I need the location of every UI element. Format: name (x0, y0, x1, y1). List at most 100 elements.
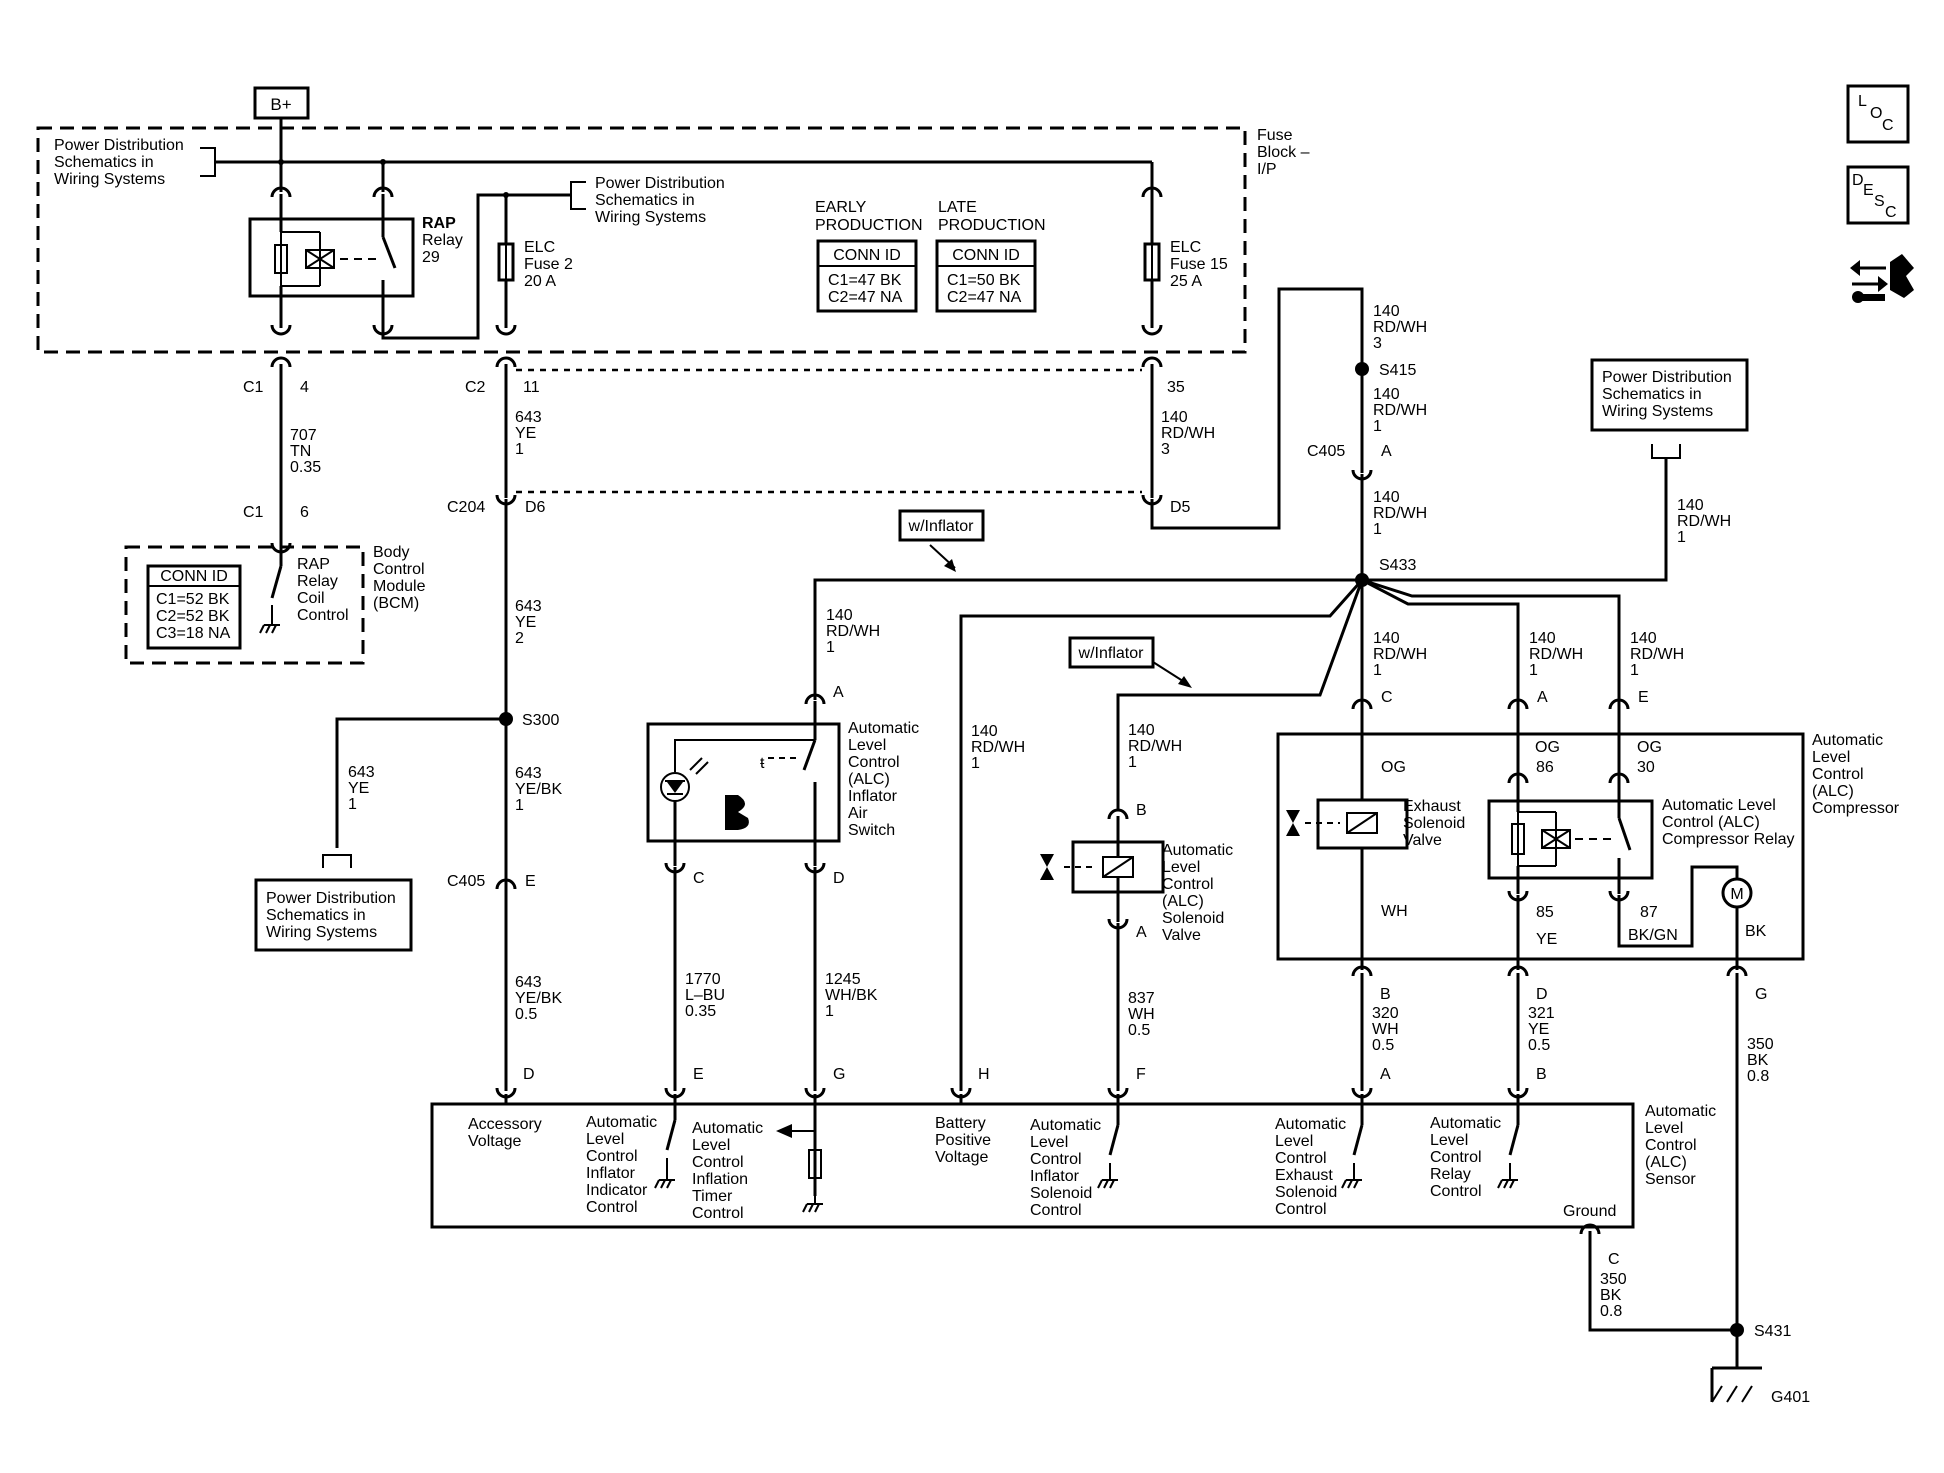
svg-text:C2: C2 (465, 379, 486, 396)
svg-text:Control: Control (1645, 1137, 1697, 1154)
svg-text:Solenoid: Solenoid (1275, 1184, 1337, 1201)
svg-text:86: 86 (1536, 759, 1554, 776)
svg-text:EARLY: EARLY (815, 199, 867, 216)
svg-text:140: 140 (1161, 409, 1188, 426)
pd-ref-bottom-left: Power Distribution Schematics in Wiring … (254, 878, 413, 952)
svg-text:707: 707 (290, 427, 317, 444)
svg-text:Compressor: Compressor (1812, 800, 1900, 817)
svg-text:YE: YE (348, 780, 369, 797)
svg-text:320: 320 (1372, 1005, 1399, 1022)
connector-tool-icon[interactable] (1850, 254, 1914, 303)
svg-text:Air: Air (848, 805, 868, 822)
svg-text:RD/WH: RD/WH (1373, 646, 1427, 663)
svg-text:Control: Control (373, 561, 425, 578)
svg-text:WH: WH (1372, 1021, 1399, 1038)
svg-text:Automatic: Automatic (1162, 842, 1233, 859)
svg-text:C: C (693, 870, 705, 887)
svg-text:C204: C204 (447, 499, 485, 516)
solenoid-valve: A 837 WH 0.5 F (1040, 831, 1165, 1099)
svg-text:Ground: Ground (1563, 1203, 1616, 1220)
compressor-motor: M (1721, 877, 1753, 970)
svg-text:w/Inflator: w/Inflator (1078, 645, 1145, 662)
svg-text:20 A: 20 A (524, 273, 556, 290)
svg-text:Schematics in: Schematics in (1602, 386, 1702, 403)
svg-text:1: 1 (826, 639, 835, 656)
svg-text:E: E (1863, 182, 1874, 199)
svg-text:1: 1 (1128, 754, 1137, 771)
svg-text:O: O (1870, 105, 1882, 122)
svg-text:Fuse 15: Fuse 15 (1170, 256, 1228, 273)
svg-text:1: 1 (515, 797, 524, 814)
wire-643: 643 YE 1 C204 D6 643 YE 2 S300 643 YE/BK… (447, 379, 1142, 1099)
svg-text:Battery: Battery (935, 1115, 986, 1132)
svg-text:G: G (1755, 986, 1767, 1003)
svg-text:RD/WH: RD/WH (826, 623, 880, 640)
svg-text:Schematics in: Schematics in (595, 192, 695, 209)
svg-text:0.5: 0.5 (1372, 1037, 1394, 1054)
svg-text:B+: B+ (270, 95, 291, 114)
svg-text:Automatic Level: Automatic Level (1662, 797, 1776, 814)
rap-relay (248, 186, 415, 336)
w-inflator-flag-2: w/Inflator (1068, 636, 1192, 688)
svg-text:Valve: Valve (1162, 927, 1201, 944)
svg-text:0.5: 0.5 (1128, 1022, 1150, 1039)
wire-140-relay-30: 140 RD/WH 1 E (1361, 578, 1684, 723)
svg-text:C405: C405 (1307, 443, 1345, 460)
svg-text:OG: OG (1535, 739, 1560, 756)
svg-text:Control: Control (586, 1199, 638, 1216)
svg-text:Control: Control (1430, 1149, 1482, 1166)
svg-text:Automatic: Automatic (1030, 1117, 1101, 1134)
svg-text:Timer: Timer (692, 1188, 733, 1205)
svg-text:OG: OG (1381, 759, 1406, 776)
svg-text:G401: G401 (1771, 1389, 1810, 1406)
loc-icon[interactable]: L O C (1846, 84, 1910, 144)
svg-text:Power Distribution: Power Distribution (1602, 369, 1732, 386)
svg-text:Body: Body (373, 544, 409, 561)
svg-text:RD/WH: RD/WH (1373, 505, 1427, 522)
svg-text:140: 140 (1373, 630, 1400, 647)
svg-text:RD/WH: RD/WH (1529, 646, 1583, 663)
svg-text:C1: C1 (243, 379, 264, 396)
svg-text:D6: D6 (525, 499, 546, 516)
desc-icon[interactable]: D E S C (1846, 165, 1910, 225)
svg-text:6: 6 (300, 504, 309, 521)
early-production-table: EARLY PRODUCTION CONN ID C1=47 BK C2=47 … (815, 199, 923, 313)
svg-text:S: S (1874, 193, 1885, 210)
svg-text:H: H (978, 1066, 990, 1083)
svg-text:(BCM): (BCM) (373, 595, 419, 612)
wire-140-solenoid-valve: 140 RD/WH 1 B (1107, 579, 1364, 833)
pd-ref-top-left: Power Distribution Schematics in Wiring … (54, 137, 216, 188)
elc-fuse-2: ELC Fuse 2 20 A (495, 192, 573, 336)
svg-text:1: 1 (1677, 529, 1686, 546)
svg-text:140: 140 (1529, 630, 1556, 647)
svg-text:643: 643 (515, 974, 542, 991)
svg-text:B: B (1136, 802, 1147, 819)
svg-text:140: 140 (1373, 489, 1400, 506)
svg-text:OG: OG (1637, 739, 1662, 756)
svg-text:Wiring Systems: Wiring Systems (266, 924, 377, 941)
svg-text:Control: Control (1275, 1201, 1327, 1218)
b-plus-box: B+ (253, 86, 310, 120)
wire-1770: 1770 L–BU 0.35 E (664, 867, 725, 1099)
svg-text:Control: Control (692, 1205, 744, 1222)
svg-text:Level: Level (1812, 749, 1850, 766)
svg-text:Wiring Systems: Wiring Systems (595, 209, 706, 226)
svg-text:Exhaust: Exhaust (1403, 798, 1461, 815)
svg-text:S433: S433 (1379, 557, 1416, 574)
svg-text:Level: Level (586, 1131, 624, 1148)
svg-text:29: 29 (422, 249, 440, 266)
svg-text:YE: YE (515, 614, 536, 631)
svg-text:Coil: Coil (297, 590, 325, 607)
svg-text:I/P: I/P (1257, 161, 1277, 178)
svg-text:C2=47 NA: C2=47 NA (947, 289, 1022, 306)
svg-text:Control: Control (1162, 876, 1214, 893)
svg-text:F: F (1136, 1066, 1146, 1083)
svg-text:Compressor Relay: Compressor Relay (1662, 831, 1794, 848)
svg-text:837: 837 (1128, 990, 1155, 1007)
svg-text:Schematics in: Schematics in (266, 907, 366, 924)
svg-text:w/Inflator: w/Inflator (908, 518, 975, 535)
svg-text:PRODUCTION: PRODUCTION (938, 217, 1046, 234)
elc-fuse-15: ELC Fuse 15 25 A (1141, 186, 1228, 336)
svg-text:321: 321 (1528, 1005, 1555, 1022)
